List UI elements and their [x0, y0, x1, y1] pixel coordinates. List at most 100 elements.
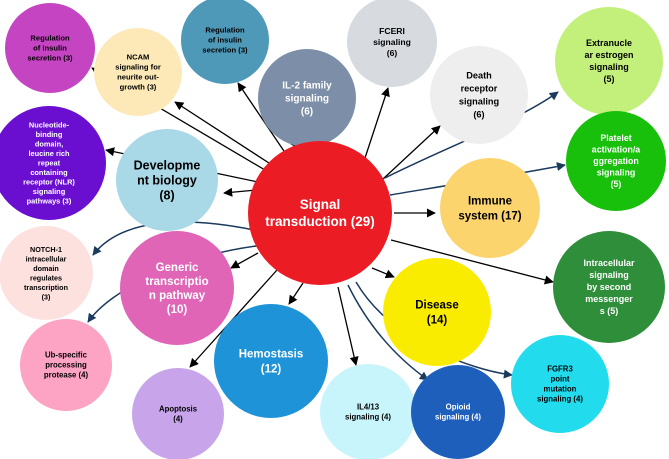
edge-to-developmental-biology	[223, 187, 257, 197]
node-intracellular-signaling-second-messengers-label-line: by second	[587, 282, 632, 292]
node-fgfr3-point-mutation-signaling-label-line: FGFR3	[547, 365, 573, 374]
node-ncam-signaling-label-line: growth (3)	[120, 83, 157, 92]
node-fgfr3-point-mutation-signaling-circle	[511, 335, 609, 433]
node-nlr-signaling-circle	[0, 106, 106, 220]
node-disease-label: Disease(14)	[415, 300, 458, 327]
node-fceri-signaling-label-line: signaling	[373, 37, 411, 47]
node-opioid-signaling-label-line: Opioid	[446, 403, 471, 412]
edge-to-ncam-signaling	[174, 101, 273, 166]
node-nlr-signaling-label-line: binding	[36, 130, 63, 139]
node-regulation-insulin-secretion-top-label-line: secretion (3)	[202, 46, 248, 55]
node-apoptosis-label: Apoptosis(4)	[159, 405, 198, 424]
node-notch1-domain-label-line: regulates	[30, 273, 62, 282]
node-fgfr3-point-mutation-signaling-label-line: point	[550, 375, 569, 384]
edge-to-fceri-signaling	[364, 87, 390, 159]
node-platelet-activation-label-line: signaling	[597, 168, 636, 178]
node-notch1-domain-label-line: domain	[33, 264, 59, 273]
node-apoptosis-label-line: (4)	[173, 415, 183, 424]
node-il4-13-signaling-label-line: IL4/13	[357, 403, 380, 412]
node-notch1-domain-label-line: intracellular	[26, 254, 67, 263]
edge-to-hemostasis	[288, 282, 304, 305]
node-hemostasis-circle	[214, 304, 328, 418]
node-regulation-insulin-secretion-left-label-line: Regulation	[30, 34, 70, 43]
node-il2-family-signaling-label-line: IL-2 family	[282, 81, 332, 92]
node-developmental-biology-label-line: Developme	[134, 158, 201, 172]
node-hemostasis-label-line: Hemostasis	[239, 349, 304, 361]
node-ub-specific-processing-protease-label-line: protease (4)	[44, 371, 89, 380]
node-nlr-signaling-label-line: repeat	[38, 159, 61, 168]
node-death-receptor-signaling-circle	[430, 46, 528, 144]
node-ub-specific-processing-protease-label-line: processing	[45, 361, 87, 370]
node-notch1-domain-circle	[0, 226, 93, 320]
node-signal-transduction-circle	[248, 141, 392, 285]
curved-edge-to-opioid-signaling	[347, 284, 429, 381]
edge-to-generic-transcription-pathway	[230, 252, 259, 269]
node-ncam-signaling-label-line: NCAM	[127, 53, 150, 62]
node-regulation-insulin-secretion-left-label-line: of insulin	[33, 44, 67, 53]
node-nlr-signaling-label-line: leucine rich	[28, 149, 70, 158]
node-extranuclear-estrogen-signaling-label-line: (5)	[604, 74, 615, 84]
node-signal-transduction-label-line: transduction (29)	[265, 214, 375, 229]
node-regulation-insulin-secretion-top-label-line: Regulation	[205, 26, 245, 35]
node-regulation-insulin-secretion-top-label-line: of insulin	[208, 36, 242, 45]
node-hemostasis: Hemostasis (12)	[214, 304, 328, 418]
node-ub-specific-processing-protease-label-line: Ub-specific	[45, 351, 88, 360]
node-immune-system-label-line: Immune	[468, 196, 512, 208]
node-nlr-signaling-label-line: domain,	[35, 140, 63, 149]
node-notch1-domain-label-line: transcription	[24, 283, 68, 292]
node-ncam-signaling-label-line: signaling for	[115, 63, 161, 72]
node-ncam-signaling-circle	[94, 28, 182, 116]
node-il4-13-signaling-circle	[320, 364, 416, 459]
node-developmental-biology-label-line: (8)	[159, 188, 174, 202]
node-intracellular-signaling-second-messengers-label-line: s (5)	[600, 306, 619, 316]
node-fgfr3-point-mutation-signaling-label-line: signaling (4)	[537, 395, 583, 404]
node-immune-system-circle	[440, 158, 540, 258]
node-death-receptor-signaling-label-line: signaling	[459, 97, 499, 107]
node-hemostasis-label-line: (12)	[261, 364, 282, 376]
node-nlr-signaling-label-line: receptor (NLR)	[23, 178, 75, 187]
node-ub-specific-processing-protease-circle	[20, 319, 112, 411]
node-regulation-insulin-secretion-left-circle	[5, 3, 95, 93]
node-apoptosis-circle	[132, 368, 224, 459]
node-nlr-signaling-label-line: signaling	[33, 187, 66, 196]
node-generic-transcription-pathway-label-line: Generic	[156, 262, 199, 274]
node-regulation-insulin-secretion-left-label-line: secretion (3)	[27, 54, 73, 63]
node-intracellular-signaling-second-messengers-label-line: messenger	[585, 294, 633, 304]
node-opioid-signaling-circle	[411, 365, 505, 459]
node-fceri-signaling-label-line: FCERI	[379, 26, 405, 36]
node-disease-label-line: (14)	[427, 315, 448, 327]
node-platelet-activation-label-line: activation/a	[592, 145, 641, 155]
edge-to-intracellular-signaling-second-messengers	[390, 239, 554, 285]
node-il4-13-signaling-label-line: signaling (4)	[345, 413, 391, 422]
node-notch1-domain-label-line: (3)	[42, 292, 51, 301]
node-apoptosis: Apoptosis(4)	[132, 368, 224, 459]
node-fceri-signaling-circle	[347, 0, 437, 87]
node-death-receptor-signaling-label-line: (6)	[473, 110, 484, 120]
node-intracellular-signaling-second-messengers-circle	[553, 231, 665, 343]
node-platelet-activation-label-line: Platelet	[600, 133, 631, 143]
